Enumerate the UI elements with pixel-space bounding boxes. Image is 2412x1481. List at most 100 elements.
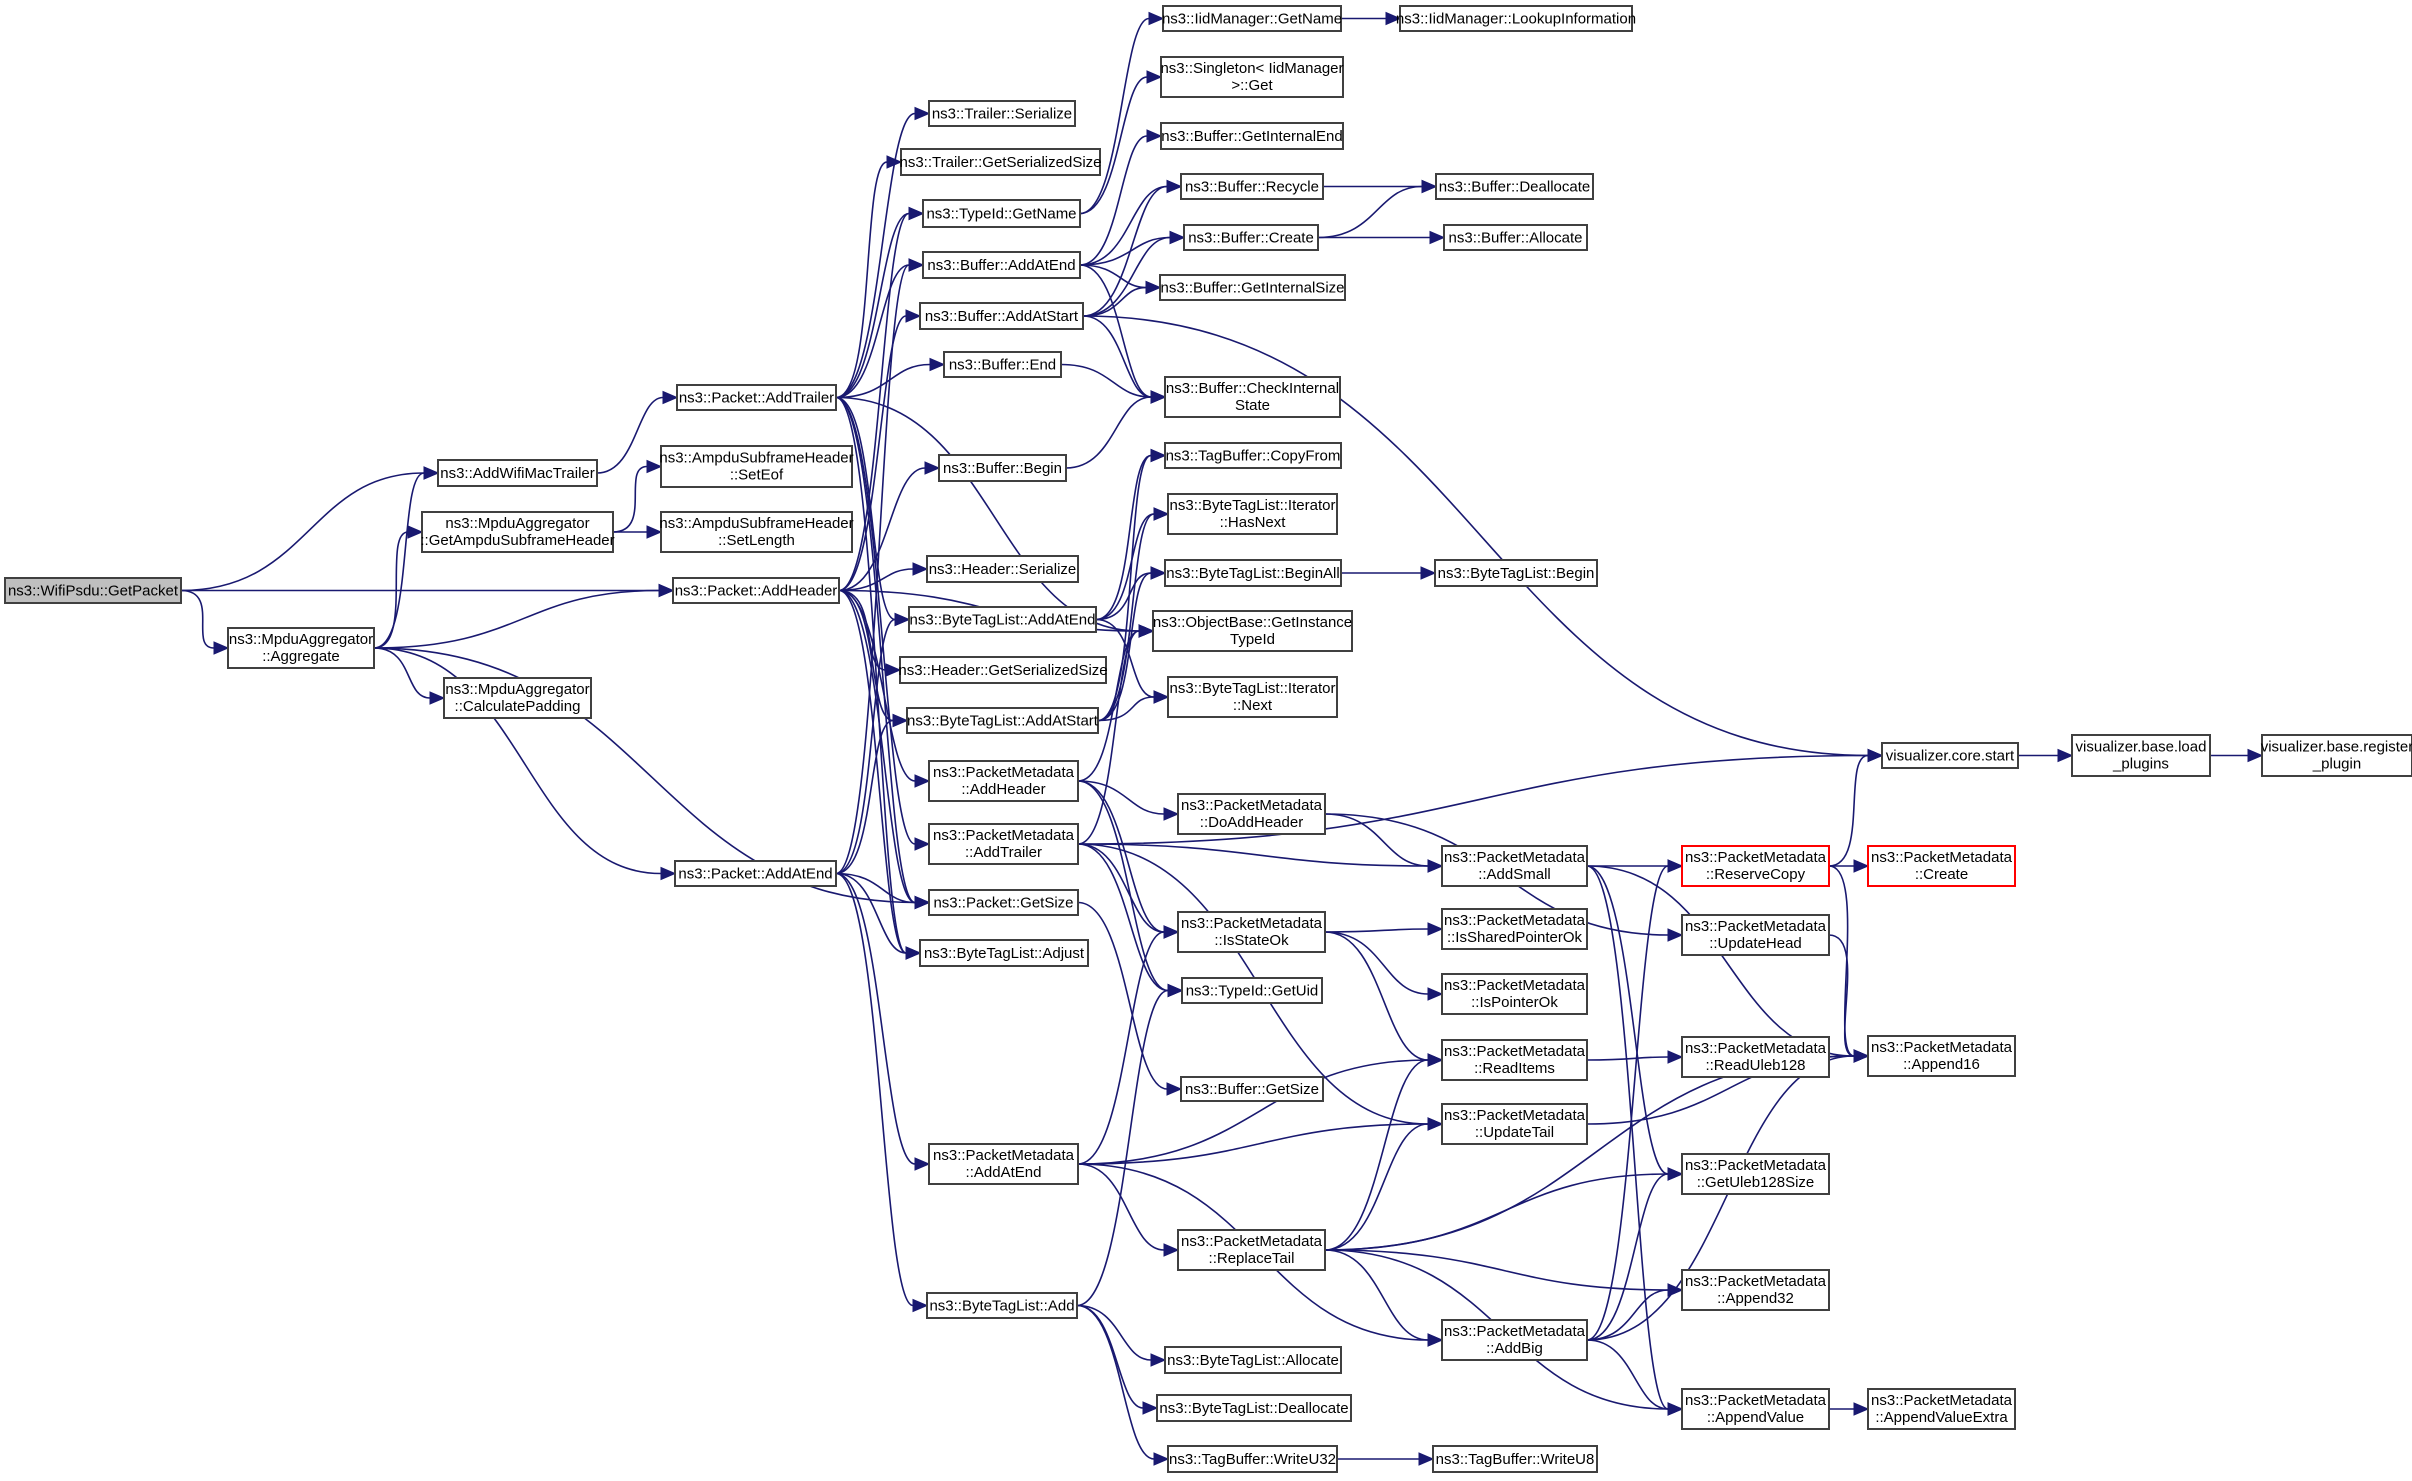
edge-pm-appendvalue-to-pm-appendvalueextra [1829,1402,1870,1416]
node-hdr-serialize[interactable]: ns3::Header::Serialize [926,555,1079,583]
node-btl-addatend[interactable]: ns3::ByteTagList::AddAtEnd [908,606,1097,633]
node-btl-add[interactable]: ns3::ByteTagList::Add [926,1292,1078,1319]
node-pm-addatend[interactable]: ns3::PacketMetadata::AddAtEnd [928,1143,1079,1185]
node-buf-create[interactable]: ns3::Buffer::Create [1183,224,1319,251]
node-btl-allocate[interactable]: ns3::ByteTagList::Allocate [1164,1346,1342,1374]
node-label: ns3::MpduAggregator [229,631,373,648]
node-label: ::HasNext [1220,514,1287,531]
node-label: ns3::AmpduSubframeHeader [659,450,853,467]
node-trailer-gss[interactable]: ns3::Trailer::GetSerializedSize [899,148,1102,176]
node-box [1867,845,2016,887]
node-pm-addsmall[interactable]: ns3::PacketMetadata::AddSmall [1441,845,1588,887]
arrowhead-icon [1385,11,1402,26]
node-tb-writeu32[interactable]: ns3::TagBuffer::WriteU32 [1167,1445,1338,1473]
node-trailer-serialize[interactable]: ns3::Trailer::Serialize [928,100,1076,127]
node-label: TypeId [1230,631,1275,648]
node-buf-getsize[interactable]: ns3::Buffer::GetSize [1180,1076,1324,1102]
arrowhead-icon [1667,928,1684,942]
node-label: ns3::TagBuffer::WriteU32 [1169,1451,1336,1468]
node-buf-end[interactable]: ns3::Buffer::End [943,351,1062,378]
node-btl-beginall[interactable]: ns3::ByteTagList::BeginAll [1164,559,1342,587]
node-pkt-addatend[interactable]: ns3::Packet::AddAtEnd [674,860,837,887]
node-buf-addatend[interactable]: ns3::Buffer::AddAtEnd [922,251,1081,279]
node-pm-updatehead[interactable]: ns3::PacketMetadata::UpdateHead [1681,914,1830,956]
node-pm-reservecopy[interactable]: ns3::PacketMetadata::ReserveCopy [1681,845,1830,887]
node-pm-appendvalueextra[interactable]: ns3::PacketMetadata::AppendValueExtra [1867,1388,2016,1430]
node-pm-isstateok[interactable]: ns3::PacketMetadata::IsStateOk [1177,911,1326,953]
node-pm-addbig[interactable]: ns3::PacketMetadata::AddBig [1441,1319,1588,1361]
edge-pm-reservecopy-to-pm-create [1828,859,1870,873]
edge-getampdu-to-seteof [612,459,663,533]
node-buf-getinternalsize[interactable]: ns3::Buffer::GetInternalSize [1159,274,1346,301]
edge-line [1828,865,1855,1057]
node-pm-append32[interactable]: ns3::PacketMetadata::Append32 [1681,1269,1830,1311]
node-viz-load-plugins[interactable]: visualizer.base.load_plugins [2071,734,2211,777]
edge-aggregate-to-pkt-addheader [373,583,675,649]
node-pm-updatetail[interactable]: ns3::PacketMetadata::UpdateTail [1441,1103,1588,1145]
arrowhead-icon [1427,1333,1444,1347]
node-calcpadding[interactable]: ns3::MpduAggregator::CalculatePadding [443,677,592,719]
node-pm-replacetail[interactable]: ns3::PacketMetadata::ReplaceTail [1177,1229,1326,1271]
node-getpacket[interactable]: ns3::WifiPsdu::GetPacket [4,577,182,604]
edges-layer [180,11,2264,1466]
node-pm-addheader[interactable]: ns3::PacketMetadata::AddHeader [928,760,1079,802]
node-box [928,760,1079,802]
node-singleton-get[interactable]: ns3::Singleton< IidManager>::Get [1160,56,1344,98]
node-seteof[interactable]: ns3::AmpduSubframeHeader::SetEof [659,445,854,488]
node-label: _plugin [2312,756,2361,773]
edge-line [1076,989,1169,1307]
node-btl-adjust[interactable]: ns3::ByteTagList::Adjust [919,939,1089,967]
node-pkt-addheader[interactable]: ns3::Packet::AddHeader [672,577,840,604]
node-viz-register-plugin[interactable]: visualizer.base.register_plugin [2261,734,2412,777]
node-viz-core-start[interactable]: visualizer.core.start [1881,742,2019,769]
edge-pkt-addheader-to-buf-addatstart [838,309,922,592]
node-pm-getuleb128size[interactable]: ns3::PacketMetadata::GetUleb128Size [1681,1153,1830,1195]
node-btl-begin[interactable]: ns3::ByteTagList::Begin [1434,559,1598,587]
node-tb-writeu8[interactable]: ns3::TagBuffer::WriteU8 [1432,1445,1598,1473]
node-label: ns3::PacketMetadata [1444,1107,1586,1124]
node-btl-it-next[interactable]: ns3::ByteTagList::Iterator::Next [1167,676,1338,718]
node-pm-append16[interactable]: ns3::PacketMetadata::Append16 [1867,1035,2016,1077]
node-btl-it-hasnext[interactable]: ns3::ByteTagList::Iterator::HasNext [1167,493,1338,535]
node-box [1183,224,1319,251]
node-pkt-addtrailer[interactable]: ns3::Packet::AddTrailer [676,384,837,411]
node-pm-ispointerok[interactable]: ns3::PacketMetadata::IsPointerOk [1441,973,1588,1015]
node-btl-deallocate[interactable]: ns3::ByteTagList::Deallocate [1156,1394,1352,1422]
node-label: ns3::Trailer::GetSerializedSize [899,154,1101,171]
node-btl-addatstart[interactable]: ns3::ByteTagList::AddAtStart [906,707,1099,734]
node-buf-deallocate[interactable]: ns3::Buffer::Deallocate [1435,173,1594,200]
node-typeid-getname[interactable]: ns3::TypeId::GetName [922,199,1081,228]
node-buf-begin[interactable]: ns3::Buffer::Begin [938,454,1067,482]
node-hdr-gss[interactable]: ns3::Header::GetSerializedSize [898,656,1108,684]
node-iid-lookup[interactable]: ns3::IidManager::LookupInformation [1396,5,1636,32]
node-buf-allocate[interactable]: ns3::Buffer::Allocate [1443,224,1588,251]
node-pm-create[interactable]: ns3::PacketMetadata::Create [1867,845,2016,887]
node-pm-doaddheader[interactable]: ns3::PacketMetadata::DoAddHeader [1177,793,1326,835]
node-pm-readitems[interactable]: ns3::PacketMetadata::ReadItems [1441,1039,1588,1081]
node-typeid-getuid[interactable]: ns3::TypeId::GetUid [1181,977,1323,1004]
node-buf-recycle[interactable]: ns3::Buffer::Recycle [1180,173,1324,200]
node-aggregate[interactable]: ns3::MpduAggregator::Aggregate [227,627,375,669]
node-pm-readuleb128[interactable]: ns3::PacketMetadata::ReadUleb128 [1681,1036,1830,1078]
node-getampdu[interactable]: ns3::MpduAggregator::GetAmpduSubframeHea… [420,511,615,553]
node-box [1177,911,1326,953]
node-pkt-getsize[interactable]: ns3::Packet::GetSize [928,889,1079,916]
arrowhead-icon [914,837,931,851]
node-setlength[interactable]: ns3::AmpduSubframeHeader::SetLength [659,511,854,553]
edge-pm-addsmall-to-pm-getuleb128size [1586,865,1684,1181]
node-tb-copyfrom[interactable]: ns3::TagBuffer::CopyFrom [1164,442,1342,469]
node-pm-issharedpointerok[interactable]: ns3::PacketMetadata::IsSharedPointerOk [1441,908,1588,950]
edge-pkt-addheader-to-pm-addheader [838,589,931,788]
node-pm-appendvalue[interactable]: ns3::PacketMetadata::AppendValue [1681,1388,1830,1430]
node-buf-getinternalend[interactable]: ns3::Buffer::GetInternalEnd [1160,122,1344,150]
node-addwifimactrailer[interactable]: ns3::AddWifiMacTrailer [437,459,598,487]
node-box [421,511,614,553]
node-buf-addatstart[interactable]: ns3::Buffer::AddAtStart [919,302,1084,330]
node-iid-getname[interactable]: ns3::IidManager::GetName [1162,5,1342,32]
edge-buf-begin-to-buf-checkinternal [1065,390,1167,469]
node-pm-addtrailer[interactable]: ns3::PacketMetadata::AddTrailer [928,823,1079,865]
arrowhead-icon [1145,280,1162,295]
edge-pkt-addatend-to-pm-addatend [835,872,931,1171]
